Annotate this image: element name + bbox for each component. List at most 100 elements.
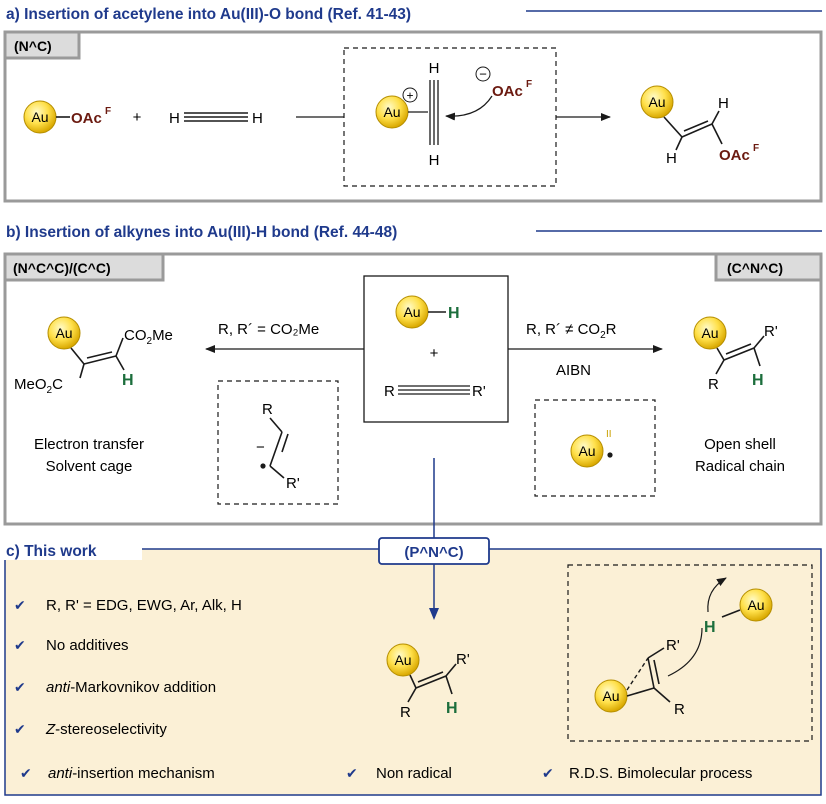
- gold-atom-label: Au: [31, 109, 48, 125]
- right-caption-2: Radical chain: [695, 458, 785, 475]
- gold-atom-label: Au: [578, 443, 595, 459]
- right-caption-1: Open shell: [704, 436, 776, 453]
- section-b-tag-right-box: [714, 252, 823, 282]
- center-plus: +: [430, 345, 439, 362]
- bottom-text-1: anti-insertion mechanism: [48, 765, 215, 782]
- gold-atom: [47, 316, 81, 350]
- cation-sign: +: [406, 89, 413, 103]
- gold-atom-label: Au: [701, 325, 718, 341]
- section-b-tag-right: (C^N^C): [727, 260, 783, 276]
- co2me-label: CO2Me: [124, 327, 173, 347]
- section-b-box: [3, 252, 823, 526]
- section-a-intermediate-box: [343, 47, 557, 187]
- check-icon: ✔: [14, 637, 26, 653]
- left-product: Au CO2Me MeO2C H: [14, 316, 173, 396]
- right-product: Au R' R H: [693, 316, 778, 393]
- ts-r2: R': [666, 637, 680, 654]
- section-b-tag-left-box: [3, 252, 165, 282]
- gold-atom: [739, 588, 773, 622]
- section-a: a) Insertion of acetylene into Au(III)-O…: [3, 6, 823, 203]
- bottom-point-2: ✔ Non radical: [346, 765, 452, 782]
- acetylene: H H: [169, 110, 263, 127]
- section-c-tag: (P^N^C): [404, 544, 463, 561]
- hydride-label: H: [448, 305, 460, 322]
- right-condition: R, R´ ≠ CO2R: [526, 321, 617, 341]
- bullet-text: No additives: [46, 637, 129, 654]
- oac-label: OAc: [492, 83, 523, 100]
- product-r2: R': [456, 651, 470, 668]
- right-r: R: [708, 376, 719, 393]
- oac-label: OAc: [719, 147, 750, 164]
- acetylene-h-right: H: [252, 110, 263, 127]
- gold-atom: [386, 643, 420, 677]
- oac-label: OAc: [71, 110, 102, 127]
- inset-minus: −: [256, 439, 265, 456]
- plus-sign: +: [133, 109, 142, 126]
- vinyl-h-label: H: [122, 372, 134, 389]
- section-c-tag-box: [378, 537, 490, 565]
- check-icon: ✔: [14, 721, 26, 737]
- ts-r: R: [674, 701, 685, 718]
- check-icon: ✔: [542, 765, 554, 781]
- section-a-tag: (N^C): [14, 38, 52, 54]
- bottom-point-1: ✔ anti-insertion mechanism: [20, 765, 215, 782]
- gold-ii-radical: Au II: [570, 429, 613, 468]
- transition-state: H R' R: [594, 577, 773, 718]
- product-h-bottom: H: [666, 150, 677, 167]
- acetylene-h-left: H: [169, 110, 180, 127]
- radical-dot: [260, 463, 266, 469]
- gold-atom-label: Au: [383, 104, 400, 120]
- center-reagent-box: [363, 275, 509, 423]
- radical-anion-inset: R R' −: [256, 401, 300, 492]
- alkyne-h-bottom: H: [429, 152, 440, 169]
- left-caption-2: Solvent cage: [46, 458, 133, 475]
- bullet-4: ✔ Z-stereoselectivity: [14, 721, 167, 738]
- gold-atom-label: Au: [394, 652, 411, 668]
- oac-sup: F: [526, 79, 532, 90]
- bottom-text-2: Non radical: [376, 765, 452, 782]
- alkyne-r2: R': [472, 383, 486, 400]
- gold-atom-label: Au: [403, 304, 420, 320]
- product-h: H: [446, 700, 458, 717]
- bullet-text: Z-stereoselectivity: [45, 721, 167, 738]
- bullet-text: R, R' = EDG, EWG, Ar, Alk, H: [46, 597, 242, 614]
- oac-sup: F: [105, 106, 111, 117]
- gold-atom: [640, 85, 674, 119]
- check-icon: ✔: [14, 597, 26, 613]
- left-caption-1: Electron transfer: [34, 436, 144, 453]
- curved-attack-arrow: [445, 95, 493, 121]
- section-a-title: a) Insertion of acetylene into Au(III)-O…: [6, 6, 411, 23]
- ts-h: H: [704, 619, 716, 636]
- curved-hydride-arrow: [667, 627, 703, 677]
- radical-dot: [607, 452, 613, 458]
- inset-r2: R': [286, 475, 300, 492]
- gold-atom-label: Au: [602, 688, 619, 704]
- section-c: c) This work (P^N^C) ✔ R, R' = EDG, EWG,…: [2, 458, 822, 796]
- anion-charge: [475, 66, 491, 82]
- section-a-tag-box: [3, 30, 81, 60]
- vinyl-acetate-product: Au H H OAc F: [640, 85, 759, 167]
- gold-atom: [570, 434, 604, 468]
- oac-sup: F: [753, 143, 759, 154]
- alkyne-reagent: R R': [384, 383, 486, 400]
- alkyne-r: R: [384, 383, 395, 400]
- left-condition: R, R´ = CO₂Me: [218, 321, 319, 338]
- this-work-product: R R' R H: [386, 643, 470, 721]
- section-c-title: c) This work: [6, 543, 97, 560]
- check-icon: ✔: [20, 765, 32, 781]
- pi-complex: Au + H H − OAc F: [375, 60, 532, 169]
- alkyne-h-top: H: [429, 60, 440, 77]
- section-a-box: [3, 30, 823, 203]
- bottom-point-3: ✔ R.D.S. Bimolecular process: [542, 765, 752, 782]
- gold-atom-label: Au: [648, 94, 665, 110]
- right-r2: R': [764, 323, 778, 340]
- aibn-label: AIBN: [556, 362, 591, 379]
- au-oacf-reactant: Au OAc F: [23, 100, 111, 134]
- section-b: b) Insertion of alkynes into Au(III)-H b…: [3, 224, 823, 526]
- bullet-3: ✔ anti-Markovnikov addition: [14, 679, 216, 696]
- inset-r: R: [262, 401, 273, 418]
- left-inset-box: [217, 380, 339, 505]
- oxidation-state: II: [606, 429, 612, 440]
- section-b-title: b) Insertion of alkynes into Au(III)-H b…: [6, 224, 397, 241]
